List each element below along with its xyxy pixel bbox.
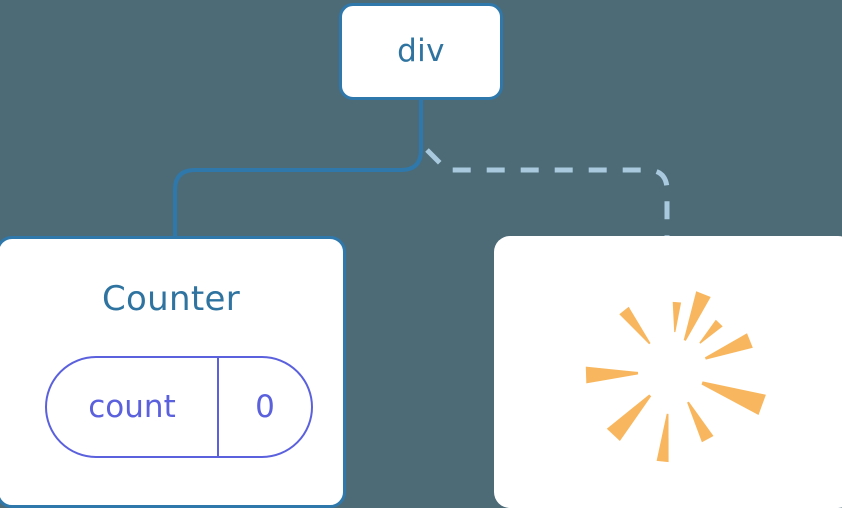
edge-div-to-counter xyxy=(173,98,423,242)
node-counter[interactable]: Counter count 0 xyxy=(0,236,346,508)
sparkle-ray-6 xyxy=(656,413,669,463)
state-key: count xyxy=(47,358,219,456)
sparkle-ray-7 xyxy=(687,401,714,443)
state-pill-count[interactable]: count 0 xyxy=(45,356,313,458)
sparkle-ray-8 xyxy=(701,381,766,415)
state-value: 0 xyxy=(255,389,275,425)
sparkle-ray-10 xyxy=(699,319,723,344)
edge-div-to-rerender xyxy=(425,148,670,240)
sparkle-ray-4 xyxy=(585,366,639,384)
sparkle-ray-3 xyxy=(619,306,651,345)
sparkle-ray-9 xyxy=(704,333,753,360)
sparkle-ray-5 xyxy=(606,394,652,441)
sparkle-ray-1 xyxy=(683,291,711,341)
sparkle-burst-icon xyxy=(585,291,766,463)
sparkle-ray-2 xyxy=(672,301,682,333)
node-counter-label: Counter xyxy=(102,279,240,319)
node-div[interactable]: div xyxy=(339,3,503,100)
node-rerender-highlight[interactable] xyxy=(494,236,842,508)
node-div-label: div xyxy=(397,33,445,69)
